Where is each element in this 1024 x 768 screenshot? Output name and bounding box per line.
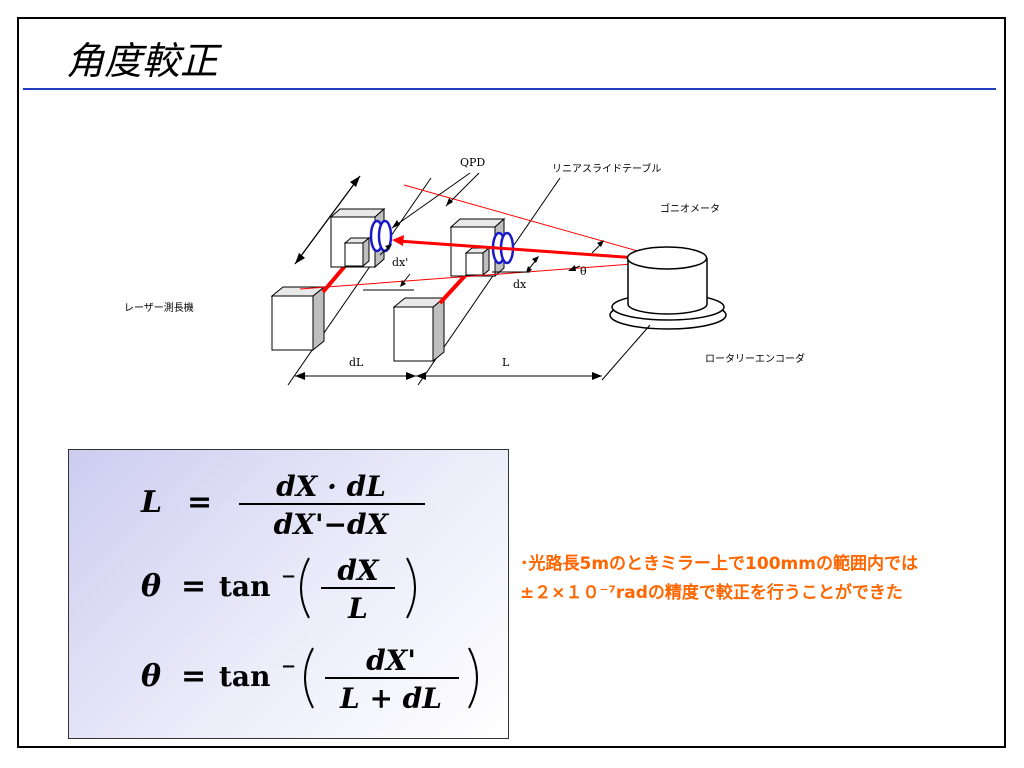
formula3-denominator: L + dL	[339, 682, 442, 715]
goniometer-label: ゴニオメータ	[660, 202, 720, 215]
arrow-head	[532, 256, 539, 263]
arrow-head	[385, 244, 392, 250]
formula2-lhs: θ	[141, 569, 161, 604]
formula3-equals: =	[181, 659, 206, 694]
l-label: L	[502, 356, 510, 369]
formula2-exponent: −	[281, 566, 296, 587]
slide-title: 角度較正	[66, 39, 219, 83]
arrow-head	[400, 280, 406, 287]
arrow-head	[526, 266, 532, 273]
reference-beam-lower	[299, 261, 661, 290]
formula3-numerator: dX'	[366, 644, 416, 677]
laser-rangefinder-label: レーザー測長機	[124, 301, 194, 314]
arrow-head	[295, 253, 305, 264]
measurement-beam	[397, 239, 667, 262]
result-note: ･光路長5mのときミラー上で100mmの範囲内では ±２×１０⁻⁷radの精度で…	[520, 550, 1000, 608]
theta-label: θ	[580, 265, 587, 278]
qpd-sensor-left	[369, 219, 393, 253]
dx-label: dx	[513, 278, 527, 291]
laser-rangefinder-left	[270, 285, 326, 352]
formula2-equals: =	[181, 569, 206, 604]
arrow-head	[350, 176, 360, 187]
formula2-denominator: L	[347, 592, 368, 625]
formulas: L = dX · dL dX'−dX θ = tan − dX L θ = ta…	[140, 470, 478, 715]
result-note-line2: ±２×１０⁻⁷radの精度で較正を行うことができた	[520, 583, 903, 603]
arrow-head	[597, 240, 604, 247]
formula1-denominator: dX'−dX	[274, 508, 390, 541]
measurement-beam-arrowhead	[392, 235, 404, 246]
qpd-label: QPD	[460, 156, 485, 169]
arrow-head	[392, 220, 400, 228]
formula2-function: tan	[219, 570, 270, 603]
formula3-right-paren	[468, 647, 478, 709]
formula1-equals: =	[187, 485, 212, 520]
arrow-head	[568, 265, 576, 271]
formula-panel: L = dX · dL dX'−dX θ = tan − dX L θ = ta…	[68, 449, 509, 739]
formula-angle-short: θ = tan − dX L	[141, 554, 416, 625]
arrow-head	[295, 372, 305, 380]
dl-label: dL	[349, 356, 364, 369]
laser-rangefinder-right	[392, 296, 446, 363]
formula3-function: tan	[219, 660, 270, 693]
formula2-right-paren	[406, 557, 416, 619]
qpd-pointer-left	[391, 172, 471, 229]
formula2-numerator: dX	[337, 554, 380, 587]
formula-length: L = dX · dL dX'−dX	[140, 470, 425, 541]
formula-angle-long: θ = tan − dX' L + dL	[141, 644, 478, 715]
title-divider	[23, 88, 996, 90]
linear-slide-table-label: リニアスライドテーブル	[552, 162, 661, 175]
formula3-lhs: θ	[141, 659, 161, 694]
arrow-head	[416, 372, 426, 380]
arrow-head	[446, 198, 453, 206]
slide-direction-arrow	[294, 175, 361, 265]
formula3-left-paren	[304, 647, 314, 709]
arrow-head	[592, 372, 602, 380]
dx-prime-label: dx'	[392, 256, 408, 269]
arrow-head	[406, 372, 416, 380]
formula1-lhs: L	[140, 485, 162, 520]
rotary-encoder-pointer	[601, 324, 651, 381]
goniometer-stage	[609, 246, 727, 330]
formula1-numerator: dX · dL	[276, 470, 386, 503]
slide-frame	[17, 17, 1006, 748]
calibration-diagram: dx' dx θ QPD リニアスライドテーブル ゴニオメータ レーザー測長機 …	[124, 156, 805, 386]
formula2-left-paren	[300, 557, 310, 619]
reference-beam-upper	[403, 184, 667, 260]
slide-carriage-right	[449, 217, 506, 278]
rotary-encoder-label: ロータリーエンコーダ	[705, 352, 805, 365]
formula3-exponent: −	[281, 656, 296, 677]
result-note-line1: ･光路長5mのときミラー上で100mmの範囲内では	[520, 554, 918, 574]
